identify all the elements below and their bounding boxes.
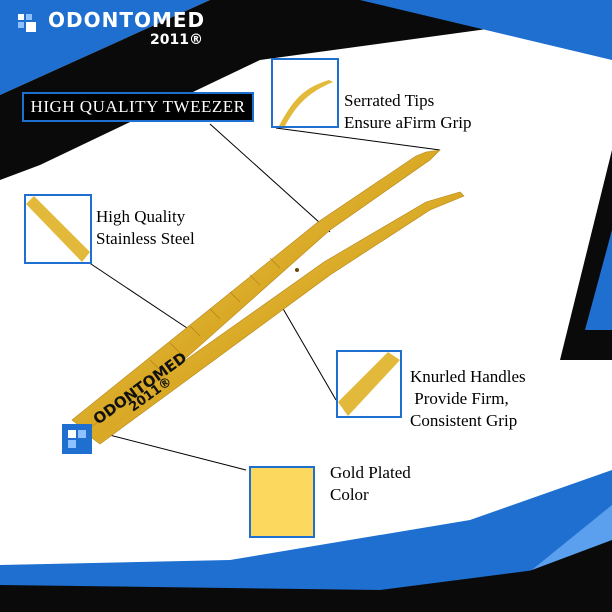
gold-color-swatch (249, 466, 315, 538)
callout-steel: High Quality Stainless Steel (96, 206, 195, 250)
top-right-blue-band (360, 0, 612, 60)
leader-lines (87, 123, 441, 471)
logo-year-text: 2011® (150, 32, 203, 48)
top-black-band (0, 0, 612, 180)
callout-color-line-2: Color (330, 485, 369, 504)
bottom-blue-band (0, 470, 612, 612)
logo-icon (14, 10, 42, 38)
callout-color: Gold Plated Color (330, 462, 411, 506)
tweezer-image (62, 149, 465, 454)
thumbnail-steel (24, 194, 92, 264)
callout-steel-line-1: High Quality (96, 207, 186, 226)
product-title: HIGH QUALITY TWEEZER (30, 97, 246, 116)
callout-tips-line-1: Serrated Tips (344, 91, 435, 110)
thumbnail-handles (336, 350, 402, 418)
callout-tips-line-2: Ensure aFirm Grip (344, 113, 472, 132)
handles-detail-image (338, 352, 400, 416)
bottom-right-black (420, 540, 612, 612)
callout-tips: Serrated Tips Ensure aFirm Grip (344, 90, 471, 134)
callout-handles-line-2: Provide Firm, (410, 389, 509, 408)
right-blue-band (585, 230, 612, 330)
steel-detail-image (26, 196, 90, 262)
callout-handles-line-1: Knurled Handles (410, 367, 526, 386)
product-title-banner: HIGH QUALITY TWEEZER (22, 92, 254, 122)
callout-steel-line-2: Stainless Steel (96, 229, 195, 248)
callout-handles: Knurled Handles Provide Firm, Consistent… (410, 366, 526, 432)
callout-color-line-1: Gold Plated (330, 463, 411, 482)
callout-handles-line-3: Consistent Grip (410, 411, 518, 430)
thumbnail-tips (271, 58, 339, 128)
logo-brand-text: ODONTOMED (48, 8, 205, 32)
tips-detail-image (279, 80, 333, 126)
